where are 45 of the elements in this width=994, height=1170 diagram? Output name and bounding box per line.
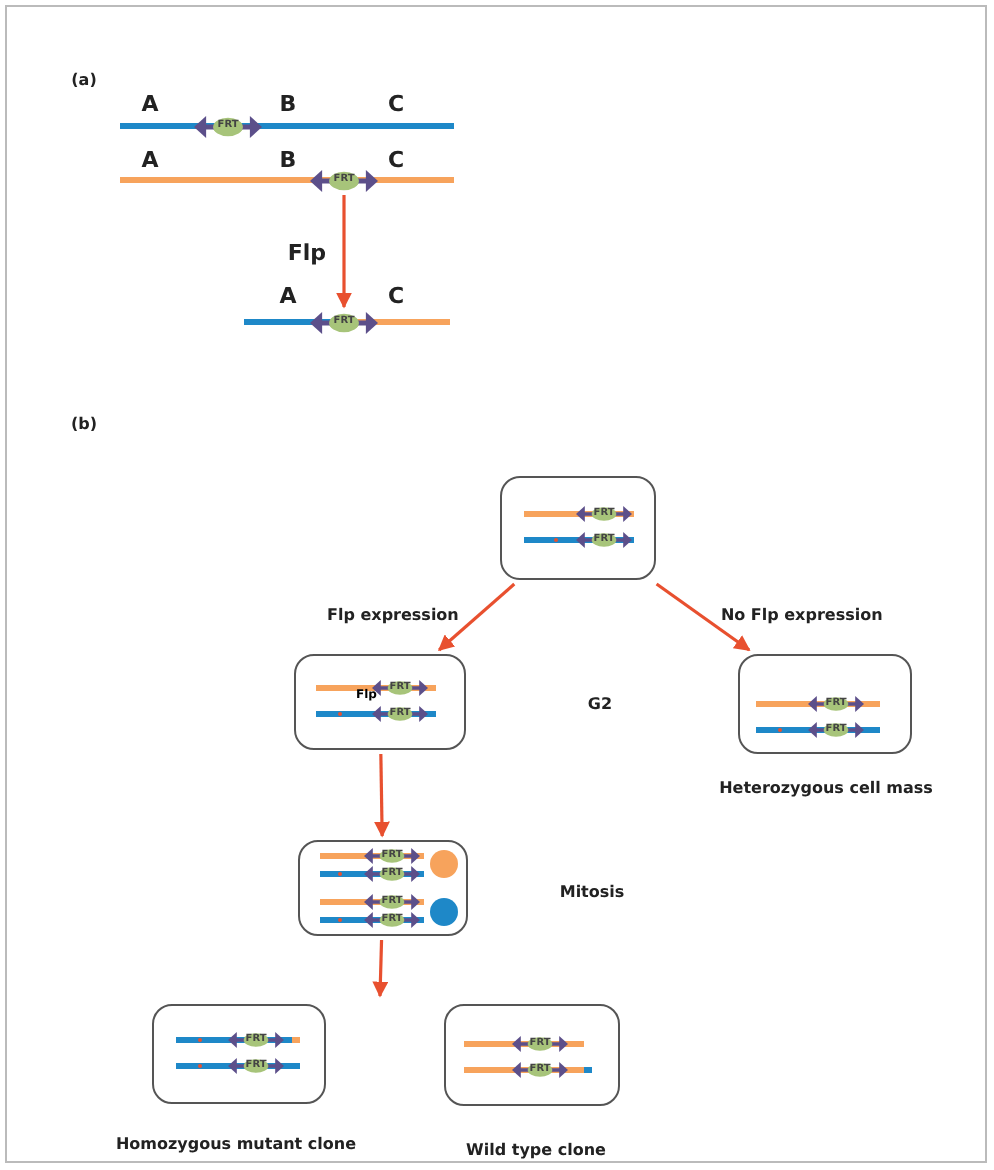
locus-label: C: [387, 91, 405, 117]
edge-label: No Flp expression: [718, 605, 885, 623]
locus-label: A: [141, 91, 159, 117]
frt-site: [228, 1058, 284, 1074]
locus-label: C: [387, 283, 405, 309]
stage-caption: Homozygous mutant clone: [115, 1135, 357, 1153]
frt-site: [310, 311, 378, 333]
frt-site: [228, 1032, 284, 1048]
arrow: [437, 582, 516, 652]
arrow: [655, 582, 751, 652]
cell-box: [294, 654, 466, 750]
panel-label: (a): [71, 71, 97, 89]
cell-box: [444, 1004, 620, 1106]
frt-site: [372, 706, 428, 722]
edge-label: Flp expression: [325, 605, 461, 623]
frt-site: [364, 894, 420, 910]
frt-site: [364, 848, 420, 864]
cell-box: [152, 1004, 326, 1104]
frt-site: [310, 169, 378, 191]
frt-site: [364, 912, 420, 928]
cell-box: [500, 476, 656, 580]
arrow: [372, 939, 389, 998]
locus-label: B: [279, 91, 297, 117]
cell-box: [298, 840, 468, 936]
frt-site: [512, 1036, 568, 1052]
frt-site: [194, 115, 262, 137]
stage-caption: G2: [587, 695, 613, 713]
locus-label: B: [279, 147, 297, 173]
frt-site: [808, 722, 864, 738]
arrow: [373, 753, 390, 838]
stage-caption: Heterozygous cell mass: [719, 779, 933, 797]
frt-site: [808, 696, 864, 712]
panel-label: (b): [70, 415, 98, 433]
cell-box: [738, 654, 912, 754]
locus-label: A: [279, 283, 297, 309]
arrow: [336, 195, 352, 309]
frt-site: [512, 1062, 568, 1078]
stage-caption: Mitosis: [559, 883, 625, 901]
locus-label: A: [141, 147, 159, 173]
stage-caption: Wild type clone: [466, 1141, 606, 1159]
edge-label: Flp: [285, 239, 328, 265]
frt-site: [576, 532, 632, 548]
frt-site: [576, 506, 632, 522]
frt-site: [364, 866, 420, 882]
locus-label: C: [387, 147, 405, 173]
